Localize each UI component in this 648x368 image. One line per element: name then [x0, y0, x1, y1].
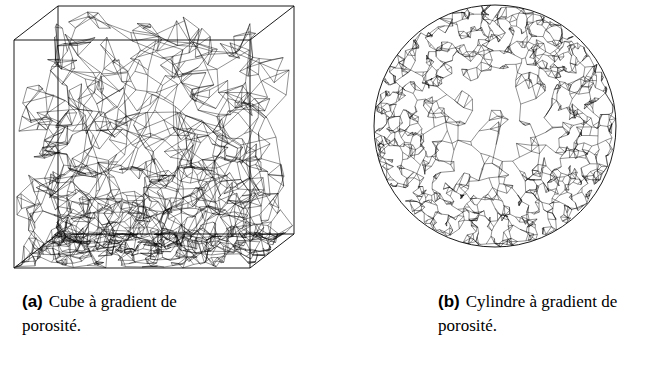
caption-text: Cylindre à gradient de porosité. — [438, 292, 617, 335]
foam-struts — [15, 12, 292, 268]
caption: (a)Cube à gradient de porosité. — [22, 290, 222, 338]
foam-struts — [375, 5, 616, 247]
caption: (b)Cylindre à gradient de porosité. — [438, 290, 638, 338]
subfigure-letter: (b) — [438, 292, 460, 311]
cylinder-network — [374, 5, 616, 247]
cube-network — [14, 6, 294, 268]
foam-struts — [14, 6, 294, 268]
caption-text: Cube à gradient de porosité. — [22, 292, 177, 335]
subfigure-letter: (a) — [22, 292, 43, 311]
cylinder-outline — [374, 5, 616, 247]
